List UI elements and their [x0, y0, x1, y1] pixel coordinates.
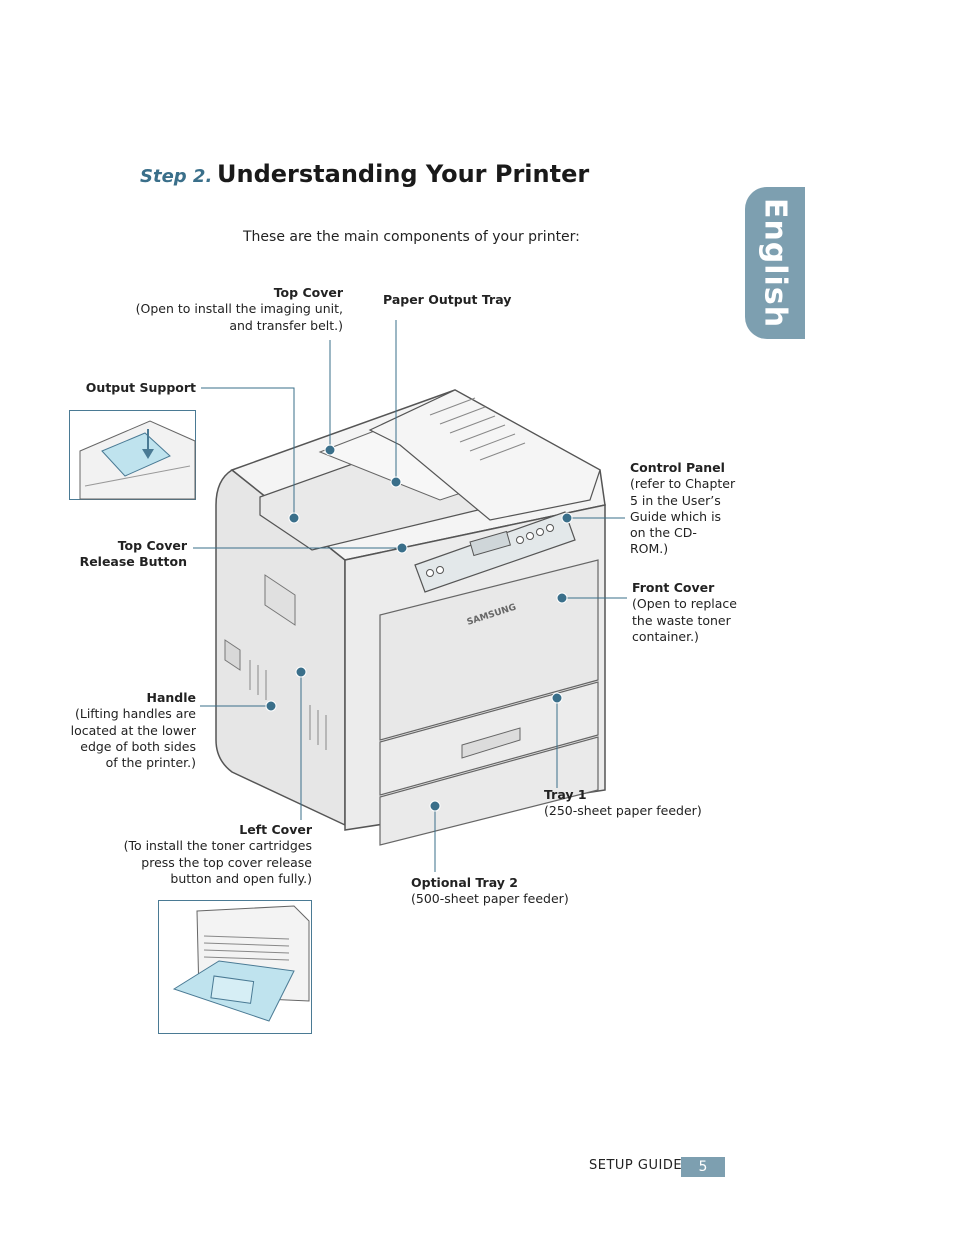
- label-optional-tray2: Optional Tray 2 (500-sheet paper feeder): [411, 875, 569, 908]
- top-cover-release-name-2: Release Button: [79, 554, 187, 570]
- top-cover-name: Top Cover: [273, 285, 343, 300]
- callout-dots: [265, 444, 573, 812]
- label-top-cover-release: Top Cover Release Button: [60, 538, 187, 571]
- front-cover-desc-1: (Open to replace: [632, 596, 737, 612]
- front-cover-shape: [379, 559, 599, 741]
- label-top-cover: Top Cover (Open to install the imaging u…: [100, 285, 343, 334]
- output-support-name: Output Support: [85, 380, 196, 395]
- control-panel-desc-2: 5 in the User’s: [630, 492, 721, 508]
- control-panel-shape: [414, 511, 576, 593]
- handle-name: Handle: [146, 690, 196, 705]
- front-cover-desc-2: the waste toner: [632, 612, 731, 628]
- optional-tray2-desc: (500-sheet paper feeder): [411, 891, 569, 907]
- left-cover-illustration: [172, 905, 310, 1022]
- handle-desc-1: (Lifting handles are: [74, 706, 196, 722]
- output-support-illustration: [79, 420, 196, 500]
- page-number: 5: [681, 1157, 725, 1177]
- label-front-cover: Front Cover (Open to replace the waste t…: [632, 580, 737, 645]
- left-cover-desc-2: press the top cover release: [141, 854, 312, 870]
- control-panel-desc-1: (refer to Chapter: [630, 476, 736, 492]
- tray1-name: Tray 1: [544, 787, 587, 802]
- front-cover-desc-3: container.): [632, 628, 699, 644]
- intro-text: These are the main components of your pr…: [243, 229, 580, 245]
- tray1-desc: (250-sheet paper feeder): [544, 803, 702, 819]
- page-title: Understanding Your Printer: [217, 160, 590, 188]
- label-paper-output-tray: Paper Output Tray: [383, 292, 511, 308]
- step-label: Step 2.: [140, 166, 213, 187]
- control-panel-desc-4: on the CD-: [630, 525, 697, 541]
- vent-lines: [429, 397, 526, 461]
- control-panel-name: Control Panel: [630, 460, 725, 475]
- front-cover-name: Front Cover: [632, 580, 715, 595]
- handle-desc-3: edge of both sides: [80, 738, 196, 754]
- paper-output-tray-name: Paper Output Tray: [383, 292, 512, 307]
- language-tab: English: [745, 187, 805, 339]
- label-control-panel: Control Panel (refer to Chapter 5 in the…: [630, 460, 735, 558]
- footer-guide: SETUP GUIDE: [589, 1158, 683, 1173]
- left-cover-name: Left Cover: [239, 822, 312, 837]
- top-cover-desc-2: and transfer belt.): [229, 317, 343, 333]
- left-cover-inset: [158, 900, 312, 1034]
- callout-lines: [193, 320, 627, 872]
- label-handle: Handle (Lifting handles are located at t…: [40, 690, 196, 771]
- left-cover-desc-1: (To install the toner cartridges: [123, 838, 312, 854]
- output-support-inset: [69, 410, 196, 500]
- label-tray1: Tray 1 (250-sheet paper feeder): [544, 787, 702, 820]
- optional-tray2-name: Optional Tray 2: [411, 875, 518, 890]
- handle-desc-2: located at the lower: [70, 722, 196, 738]
- label-output-support: Output Support: [60, 380, 196, 396]
- control-panel-desc-3: Guide which is: [630, 508, 722, 524]
- control-panel-desc-5: ROM.): [630, 541, 669, 557]
- label-left-cover: Left Cover (To install the toner cartrid…: [100, 822, 312, 887]
- top-cover-release-name-1: Top Cover: [117, 538, 187, 553]
- handle-desc-4: of the printer.): [105, 755, 196, 771]
- top-cover-desc-1: (Open to install the imaging unit,: [135, 301, 343, 317]
- left-cover-desc-3: button and open fully.): [170, 870, 312, 886]
